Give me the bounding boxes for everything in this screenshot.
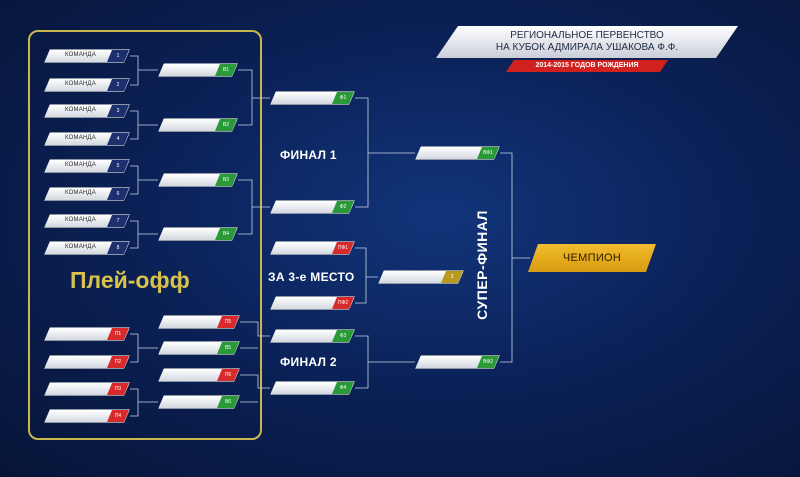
team-number-badge: 1 xyxy=(107,50,129,62)
team-name: КОМАНДА xyxy=(65,190,96,196)
loser-slot-p5: П5 xyxy=(158,315,240,329)
team-slot-1: КОМАНДА 1 xyxy=(44,49,130,63)
playoff-frame xyxy=(28,30,262,440)
final-badge: Ф4 xyxy=(332,382,354,394)
loser-badge: П2 xyxy=(107,356,129,368)
loser-badge: П6 xyxy=(217,369,239,381)
loser-slot-p6: П6 xyxy=(158,368,240,382)
team-number-badge: 5 xyxy=(107,160,129,172)
winner-slot-b6: В6 xyxy=(158,395,240,409)
final1-slot-f2: Ф2 xyxy=(270,200,355,214)
team-number-badge: 3 xyxy=(107,105,129,117)
team-number-badge: 2 xyxy=(107,79,129,91)
loser-slot-p3: П3 xyxy=(44,382,130,396)
loser-badge: П5 xyxy=(217,316,239,328)
team-slot-3: КОМАНДА 3 xyxy=(44,104,130,118)
final2-slot-f4: Ф4 xyxy=(270,381,355,395)
semifinal-loser-badge: ПФ2 xyxy=(332,297,354,309)
final-badge: Ф3 xyxy=(332,330,354,342)
champion-box: ЧЕМПИОН xyxy=(528,244,656,272)
loser-badge: П4 xyxy=(107,410,129,422)
third-place-label: ЗА 3-е МЕСТО xyxy=(268,270,355,284)
semifinal-loser-badge: ПФ1 xyxy=(332,242,354,254)
team-slot-7: КОМАНДА 7 xyxy=(44,214,130,228)
superfinal-slot-2: ВФ2 xyxy=(415,355,500,369)
tournament-subtitle: 2014-2015 ГОДОВ РОЖДЕНИЯ xyxy=(506,60,668,72)
tournament-title: РЕГИОНАЛЬНОЕ ПЕРВЕНСТВО НА КУБОК АДМИРАЛ… xyxy=(436,26,738,58)
loser-slot-p4: П4 xyxy=(44,409,130,423)
team-number-badge: 4 xyxy=(107,133,129,145)
superfinal-slot-1: ВФ1 xyxy=(415,146,500,160)
winner-badge: В3 xyxy=(215,174,237,186)
winner-badge: В5 xyxy=(217,342,239,354)
team-slot-5: КОМАНДА 5 xyxy=(44,159,130,173)
winner-badge: В1 xyxy=(215,64,237,76)
team-name: КОМАНДА xyxy=(65,107,96,113)
winner-slot-b4: В4 xyxy=(158,227,238,241)
third-place-result: 3 xyxy=(378,270,464,284)
team-slot-4: КОМАНДА 4 xyxy=(44,132,130,146)
third-place-badge: 3 xyxy=(441,271,463,283)
loser-badge: П3 xyxy=(107,383,129,395)
winner-slot-b1: В1 xyxy=(158,63,238,77)
team-name: КОМАНДА xyxy=(65,52,96,58)
final-badge: Ф1 xyxy=(332,92,354,104)
third-place-slot-pf2: ПФ2 xyxy=(270,296,355,310)
final-badge: Ф2 xyxy=(332,201,354,213)
title-line-1: РЕГИОНАЛЬНОЕ ПЕРВЕНСТВО xyxy=(510,30,664,41)
team-slot-2: КОМАНДА 2 xyxy=(44,78,130,92)
team-number-badge: 6 xyxy=(107,188,129,200)
final2-label: ФИНАЛ 2 xyxy=(280,355,337,369)
winner-slot-b2: В2 xyxy=(158,118,238,132)
winner-slot-b3: В3 xyxy=(158,173,238,187)
winner-badge: В4 xyxy=(215,228,237,240)
finalist-badge: ВФ2 xyxy=(477,356,499,368)
team-slot-8: КОМАНДА 8 xyxy=(44,241,130,255)
team-name: КОМАНДА xyxy=(65,81,96,87)
team-name: КОМАНДА xyxy=(65,244,96,250)
team-name: КОМАНДА xyxy=(65,217,96,223)
superfinal-label: СУПЕР-ФИНАЛ xyxy=(474,210,490,320)
loser-badge: П1 xyxy=(107,328,129,340)
winner-badge: В6 xyxy=(217,396,239,408)
final1-slot-f1: Ф1 xyxy=(270,91,355,105)
playoff-label: Плей-офф xyxy=(70,267,190,293)
team-name: КОМАНДА xyxy=(65,135,96,141)
final2-slot-f3: Ф3 xyxy=(270,329,355,343)
team-name: КОМАНДА xyxy=(65,162,96,168)
loser-slot-p1: П1 xyxy=(44,327,130,341)
team-slot-6: КОМАНДА 6 xyxy=(44,187,130,201)
third-place-slot-pf1: ПФ1 xyxy=(270,241,355,255)
team-number-badge: 7 xyxy=(107,215,129,227)
finalist-badge: ВФ1 xyxy=(477,147,499,159)
loser-slot-p2: П2 xyxy=(44,355,130,369)
winner-badge: В2 xyxy=(215,119,237,131)
final1-label: ФИНАЛ 1 xyxy=(280,148,337,162)
title-line-2: НА КУБОК АДМИРАЛА УШАКОВА Ф.Ф. xyxy=(495,42,679,53)
winner-slot-b5: В5 xyxy=(158,341,240,355)
team-number-badge: 8 xyxy=(107,242,129,254)
